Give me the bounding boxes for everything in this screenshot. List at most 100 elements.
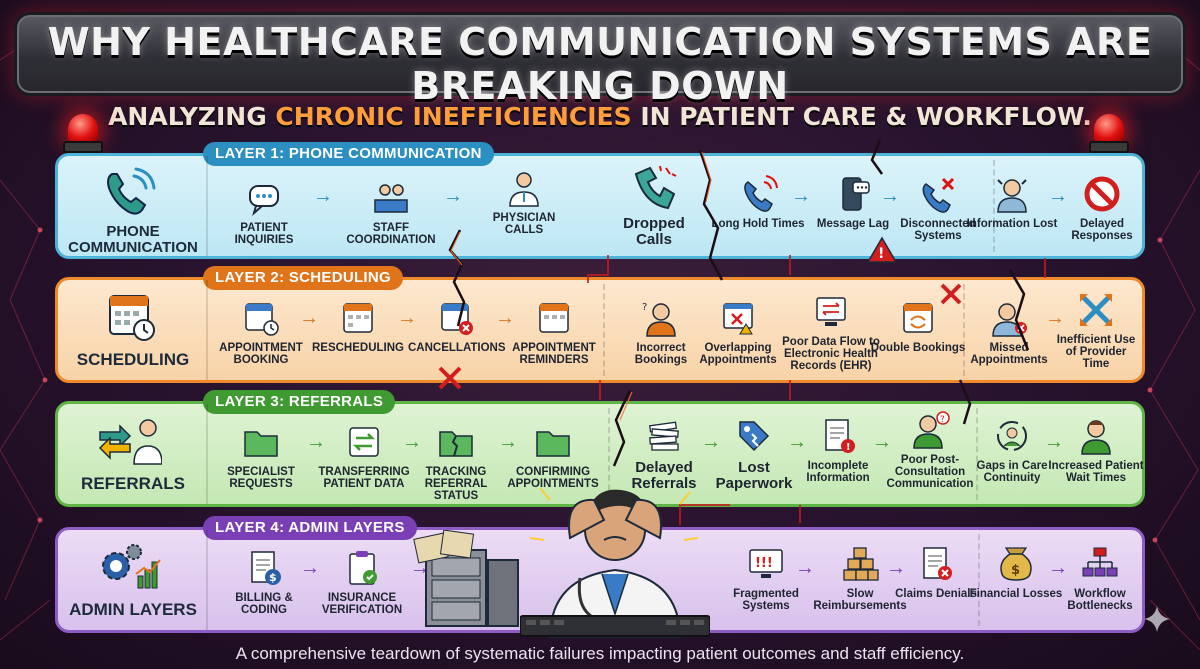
node-label: BILLING & CODING [235, 592, 293, 616]
node-message-lag: Message Lag [805, 174, 901, 230]
disconnected-phone-icon [922, 177, 955, 213]
flow-arrow-icon: → [402, 431, 422, 453]
document-denied-icon [923, 547, 952, 580]
node-label: Double Bookings [870, 342, 966, 354]
node-label: SPECIALIST REQUESTS [227, 466, 295, 490]
paper-stack-icon [648, 421, 679, 451]
section-divider [608, 408, 610, 500]
node-label: Workflow Bottlenecks [1067, 588, 1133, 612]
node-label: STAFF COORDINATION [346, 222, 436, 246]
node-label: APPOINTMENT BOOKING [219, 342, 303, 366]
money-bag-icon: $ [1000, 547, 1032, 581]
confused-person-icon: ? [642, 302, 676, 337]
footer-caption: A comprehensive teardown of systematic f… [235, 644, 965, 663]
flow-arrow-icon: → [886, 557, 906, 579]
calendar-icon [109, 295, 155, 341]
node-overlapping-appointments: Overlapping Appointments [690, 298, 786, 366]
layer-scheduling: LAYER 2: SCHEDULING SCHEDULING APPOINTME… [55, 266, 1145, 383]
page-title: WHY HEALTHCARE COMMUNICATION SYSTEMS ARE… [47, 20, 1153, 108]
flow-arrow-icon: → [791, 185, 811, 207]
node-information-lost: Information Lost [964, 174, 1060, 230]
flow-arrow-icon: → [313, 185, 333, 207]
node-label: Poor Post-Consultation Communication [886, 454, 974, 490]
flow-arrow-icon: → [495, 307, 515, 329]
layer-head-label: SCHEDULING [76, 350, 190, 369]
svg-text:!: ! [846, 442, 851, 453]
node-gaps-in-care-continuity: Gaps in Care Continuity [964, 416, 1060, 484]
layer-head-label: PHONE [106, 223, 160, 240]
document-alert-icon: ! [825, 419, 855, 453]
node-patient-inquiries: PATIENT INQUIRIES [216, 178, 312, 246]
bill-dollar-icon: $ [251, 551, 281, 585]
node-slow-reimbursements: Slow Reimbursements [808, 544, 912, 612]
node-delayed-referrals: Delayed Referrals [616, 416, 712, 492]
folder-icon [244, 431, 278, 457]
node-workflow-bottlenecks: Workflow Bottlenecks [1052, 544, 1148, 612]
svg-text:?: ? [940, 415, 945, 425]
node-appointment-reminders: APPOINTMENT REMINDERS [506, 298, 602, 366]
subtitle-highlight: CHRONIC INEFFICIENCIES [275, 102, 632, 131]
svg-text:!!!: !!! [755, 556, 773, 571]
layer-tag: LAYER 2: SCHEDULING [203, 266, 404, 290]
flow-arrow-icon: → [795, 557, 815, 579]
flow-arrow-icon: → [300, 557, 320, 579]
torn-folder-icon [439, 431, 473, 457]
hierarchy-icon [1082, 547, 1118, 577]
section-divider [993, 160, 995, 252]
section-divider [963, 284, 965, 376]
node-tracking-referral-status: TRACKING REFERRAL STATUS [408, 422, 504, 502]
node-dropped-calls: Dropped Calls [606, 164, 702, 248]
subtitle-prefix: ANALYZING [108, 102, 276, 131]
layer-head-label: REFERRALS [81, 474, 185, 493]
node-label: Claims Denials [895, 588, 977, 600]
node-label: Financial Losses [969, 588, 1063, 600]
node-staff-coordination: STAFF COORDINATION [343, 178, 439, 246]
ehr-screen-icon [816, 297, 846, 326]
node-poor-data-flow-ehr: Poor Data Flow to Electronic Health Reco… [779, 292, 883, 372]
gears-chart-icon [102, 544, 161, 589]
stressed-person-icon [997, 179, 1027, 213]
node-label: Disconnected Systems [900, 218, 976, 242]
layer-header: SCHEDULING [58, 280, 208, 380]
node-transferring-patient-data: TRANSFERRING PATIENT DATA [310, 422, 418, 490]
flow-arrow-icon: → [701, 431, 721, 453]
chat-bubble-icon [249, 185, 279, 216]
node-insurance-verification: INSURANCE VERIFICATION [310, 548, 414, 616]
calendar-sync-icon [903, 303, 933, 333]
svg-text:?: ? [642, 302, 647, 313]
broken-tag-icon [739, 421, 770, 452]
node-incorrect-bookings: ? Incorrect Bookings [613, 298, 709, 366]
node-disconnected-systems: Disconnected Systems [890, 174, 986, 242]
title-banner [14, 12, 1186, 96]
node-label: INSURANCE VERIFICATION [321, 592, 403, 616]
flow-arrow-icon: → [498, 431, 518, 453]
node-label: TRACKING REFERRAL STATUS [424, 466, 488, 502]
flow-arrow-icon: → [872, 431, 892, 453]
node-cancellations: CANCELLATIONS [408, 298, 506, 354]
node-rescheduling: RESCHEDULING [310, 298, 406, 354]
node-physician-calls: PHYSICIAN CALLS [476, 168, 572, 236]
node-label: Fragmented Systems [733, 588, 799, 612]
section-divider [976, 408, 978, 500]
calendar-icon [539, 303, 569, 333]
dropped-phone-icon [634, 165, 677, 210]
sparkle-icon [1144, 606, 1170, 632]
node-financial-losses: $ Financial Losses [968, 544, 1064, 600]
node-billing-coding: $ BILLING & CODING [216, 548, 312, 616]
node-label: Message Lag [816, 218, 890, 230]
node-label: RESCHEDULING [311, 342, 404, 354]
node-label: Increased Patient Wait Times [1048, 460, 1144, 484]
flow-arrow-icon: → [787, 431, 807, 453]
node-label: TRANSFERRING PATIENT DATA [318, 466, 410, 490]
referral-arrows-icon [98, 419, 162, 465]
layer-tag: LAYER 4: ADMIN LAYERS [203, 516, 417, 540]
layer-head-label-2: COMMUNICATION [68, 239, 198, 256]
node-poor-post-consultation-communication: ? Poor Post-Consultation Communication [878, 410, 982, 490]
node-long-hold-times: Long Hold Times [710, 174, 806, 230]
node-label: PHYSICIAN CALLS [492, 212, 556, 236]
node-label: Poor Data Flow to Electronic Health Reco… [782, 336, 880, 372]
layer-header: ADMIN LAYERS [58, 530, 208, 630]
transfer-icon [349, 427, 379, 457]
flow-arrow-icon: → [397, 307, 417, 329]
